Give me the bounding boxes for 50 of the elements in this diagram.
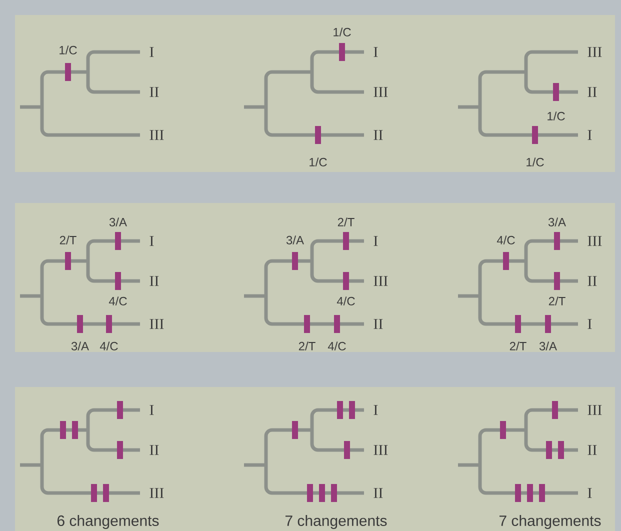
mutation-label: 2/T	[338, 218, 354, 226]
taxon-label: I	[588, 130, 592, 140]
caption: 6 changements	[57, 515, 159, 529]
mutation-label: 1/C	[548, 112, 565, 120]
caption: 7 changements	[286, 515, 387, 529]
mutation-label: 4/C	[100, 342, 118, 350]
taxon-label: II	[588, 276, 597, 286]
mutation-label: 2/T	[60, 236, 76, 244]
mutation-label: 4/C	[496, 236, 515, 244]
taxon-label: I	[150, 47, 154, 57]
mutation-label: 1/C	[60, 46, 77, 54]
taxon-label: II	[150, 445, 159, 455]
mutation-label: 1/C	[310, 158, 327, 166]
taxon-label: II	[150, 87, 159, 97]
taxon-label: I	[374, 47, 378, 57]
taxon-label: III	[150, 130, 164, 140]
mutation-label: 4/C	[108, 296, 127, 306]
taxon-label: I	[588, 319, 592, 329]
taxon-label: III	[588, 236, 602, 246]
taxon-label: III	[150, 488, 164, 498]
taxon-label: III	[374, 276, 388, 286]
mutation-label: 1/C	[334, 28, 351, 36]
mutation-label: 3/A	[539, 342, 557, 350]
taxon-label: I	[150, 405, 154, 415]
taxon-label: III	[374, 445, 388, 455]
mutation-label: 4/C	[328, 342, 346, 350]
taxon-label: II	[374, 488, 383, 498]
taxon-label: II	[588, 87, 597, 97]
mutation-label: 3/A	[71, 342, 89, 350]
taxon-label: II	[374, 130, 383, 140]
taxon-label: I	[150, 236, 154, 246]
mutation-label: 3/A	[109, 218, 127, 226]
taxon-label: II	[588, 445, 597, 455]
mutation-label: 2/T	[548, 296, 566, 306]
mutation-label: 4/C	[336, 296, 355, 306]
taxon-label: I	[374, 236, 378, 246]
taxon-label: III	[150, 319, 164, 329]
taxon-label: II	[150, 276, 159, 286]
mutation-label: 1/C	[526, 158, 544, 166]
taxon-label: I	[588, 488, 592, 498]
taxon-label: III	[588, 47, 602, 57]
mutation-label: 2/T	[510, 342, 526, 350]
mutation-label: 3/A	[286, 236, 304, 244]
taxon-label: II	[374, 319, 383, 329]
caption: 7 changements	[500, 515, 601, 529]
taxon-label: I	[374, 405, 378, 415]
mutation-label: 2/T	[298, 342, 316, 350]
taxon-label: III	[374, 87, 388, 97]
taxon-label: III	[588, 405, 602, 415]
mutation-label: 3/A	[548, 218, 566, 226]
